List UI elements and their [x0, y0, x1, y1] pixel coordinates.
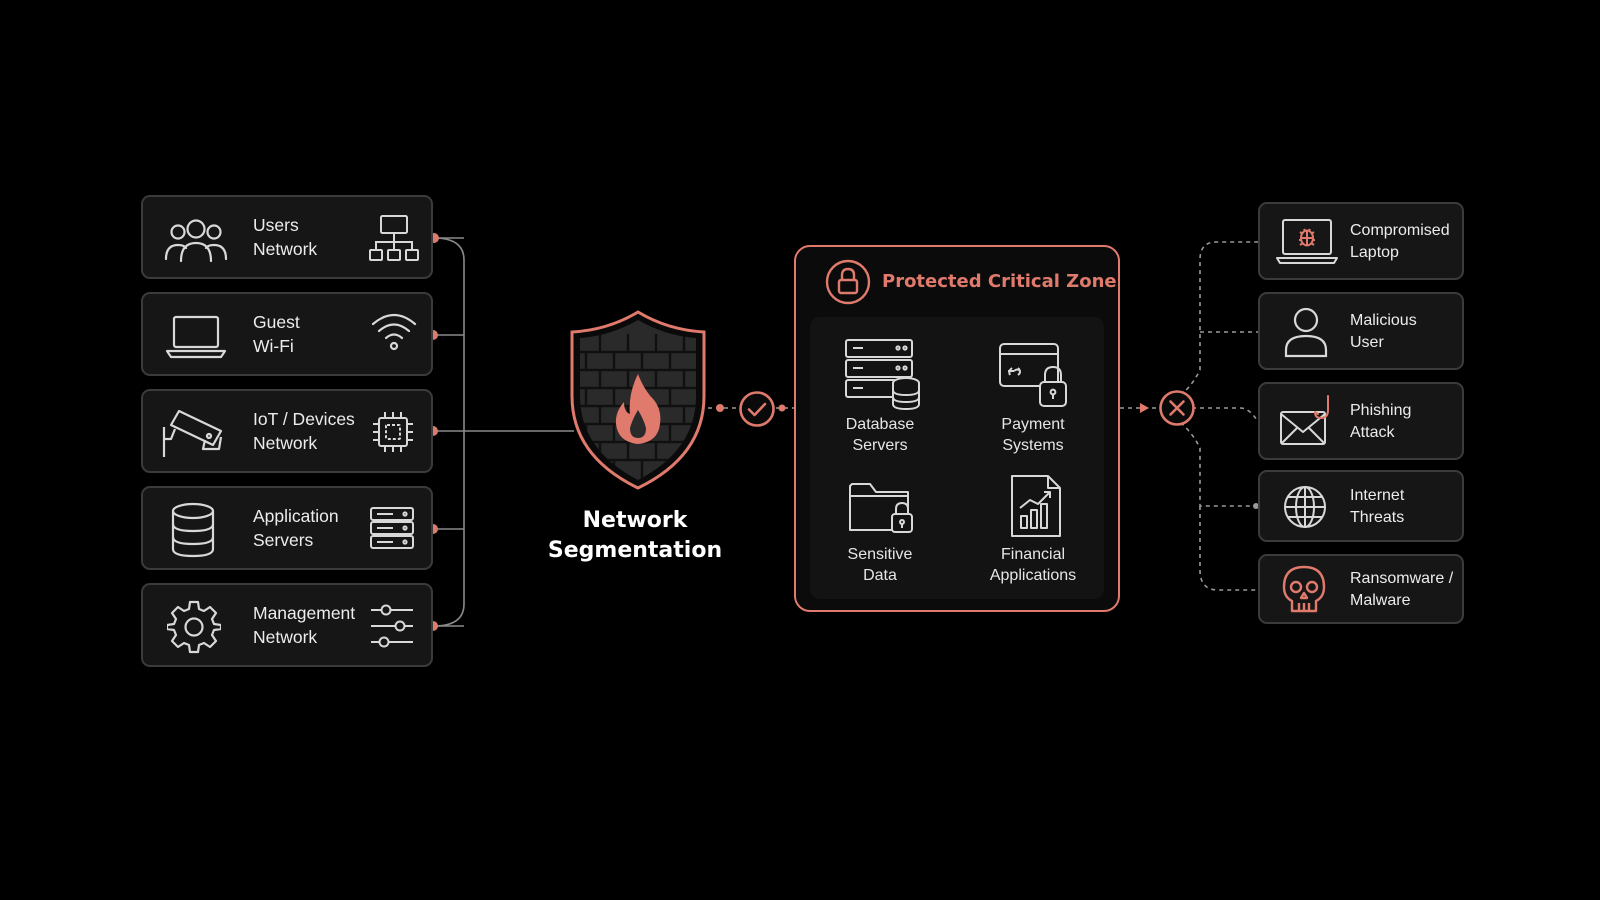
- asset-label-sensitive-data: Sensitive Data: [847, 546, 913, 584]
- asset-label-database-servers: Database Servers: [845, 416, 915, 454]
- source-card-management: Management Network: [141, 583, 433, 667]
- source-label-app-servers: Application Servers: [253, 506, 339, 550]
- skull-icon: [1282, 565, 1326, 613]
- financial-report-icon: [1011, 475, 1061, 537]
- threat-branch-internet: [1173, 417, 1258, 507]
- source-label-management: Management Network: [253, 603, 356, 647]
- bug-laptop-icon: [1276, 219, 1338, 264]
- threat-card-malicious-user: Malicious User: [1258, 292, 1464, 370]
- threat-branch-phishing: [1192, 407, 1259, 423]
- asset-label-financial-applications: Financial Applications: [989, 546, 1077, 584]
- source-card-users: Users Network: [141, 195, 433, 279]
- threat-card-ransomware: Ransomware / Malware: [1258, 554, 1464, 624]
- protected-zone-assets-panel: [810, 317, 1104, 599]
- user-icon: [1284, 307, 1328, 358]
- threat-label-ransomware: Ransomware / Malware: [1350, 570, 1454, 609]
- asset-label-payment-systems: Payment Systems: [1001, 416, 1065, 454]
- security-camera-icon: [162, 409, 223, 457]
- bus-line: [433, 237, 465, 627]
- database-server-icon: [845, 339, 920, 410]
- source-label-iot: IoT / Devices Network: [253, 409, 355, 453]
- phishing-mail-icon: [1280, 395, 1329, 445]
- database-icon: [171, 502, 215, 558]
- network-topology-icon: [369, 215, 419, 261]
- network-segmentation-title: Network Segmentation: [547, 508, 723, 563]
- gear-icon: [167, 600, 221, 654]
- junction-dot-right: [778, 404, 786, 412]
- sliders-icon: [371, 604, 413, 648]
- payment-card-lock-icon: [999, 343, 1067, 407]
- source-card-iot: IoT / Devices Network: [141, 389, 433, 473]
- lock-icon: [825, 259, 871, 305]
- globe-icon: [1284, 486, 1326, 528]
- chip-icon: [373, 412, 413, 452]
- x-circle-icon: [1159, 390, 1195, 426]
- source-label-guest-wifi: Guest Wi-Fi: [253, 312, 300, 356]
- arrow-into-block: [1140, 403, 1149, 413]
- junction-dot-left: [716, 404, 724, 412]
- users-icon: [164, 219, 228, 263]
- threat-card-compromised-laptop: Compromised Laptop: [1258, 202, 1464, 280]
- threat-label-phishing: Phishing Attack: [1350, 402, 1412, 441]
- source-label-users: Users Network: [253, 215, 318, 259]
- firewall-shield-icon: [570, 310, 706, 490]
- threat-branch-laptop: [1173, 241, 1258, 401]
- threat-branch-ransomware: [1199, 506, 1258, 591]
- threat-card-phishing: Phishing Attack: [1258, 382, 1464, 460]
- threat-label-malicious-user: Malicious User: [1350, 312, 1417, 351]
- check-circle-icon: [739, 391, 775, 427]
- threat-card-internet: Internet Threats: [1258, 470, 1464, 542]
- server-rack-icon: [370, 507, 414, 549]
- folder-lock-icon: [849, 483, 913, 533]
- source-card-guest-wifi: Guest Wi-Fi: [141, 292, 433, 376]
- junction-dot-internet: [1253, 503, 1259, 509]
- source-card-app-servers: Application Servers: [141, 486, 433, 570]
- wifi-icon: [371, 313, 417, 351]
- threat-label-compromised-laptop: Compromised Laptop: [1350, 222, 1450, 261]
- protected-zone-title: Protected Critical Zone: [882, 271, 1117, 292]
- laptop-icon: [165, 315, 227, 359]
- threat-label-internet: Internet Threats: [1350, 487, 1405, 526]
